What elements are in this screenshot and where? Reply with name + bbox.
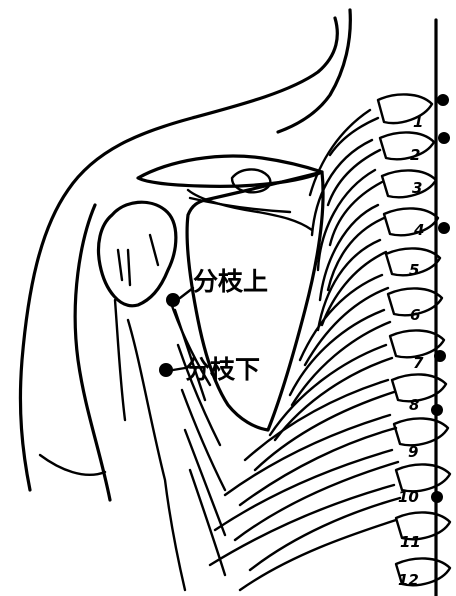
acupoint-upper-branch-dot [166, 293, 180, 307]
neck-contour [20, 18, 337, 490]
arm-line-outer [40, 455, 105, 475]
upper-branch-leader [180, 288, 193, 298]
acupoint-dot [431, 404, 443, 416]
deltoid-outline [75, 205, 110, 500]
spinous-processes [378, 94, 450, 585]
rib [210, 485, 394, 565]
vertebra-number-labels: 1 2 3 4 5 6 7 8 9 10 11 12 [398, 113, 424, 589]
vertebra-number: 2 [410, 146, 420, 164]
clavicle [138, 156, 322, 186]
vertebra-number: 5 [409, 261, 419, 279]
rib-lower [240, 428, 396, 505]
acupoint-dot [438, 222, 450, 234]
arm-line-inner [128, 320, 185, 590]
vertebra [380, 132, 434, 159]
vertebra-number: 1 [413, 113, 423, 131]
arm-hatch-1 [118, 250, 122, 280]
vertebra-number: 3 [412, 179, 422, 197]
acupoint-dot [434, 350, 446, 362]
vertebra-number: 4 [413, 221, 424, 239]
arm-hatch-2 [128, 250, 130, 285]
rib-lower [255, 392, 394, 470]
upper-branch-label: 分枝上 [193, 267, 268, 296]
vertebra-number: 6 [410, 306, 420, 324]
vertebra [378, 94, 432, 123]
rib-lower [328, 150, 380, 205]
rib [240, 520, 396, 590]
lower-branch-label: 分枝下 [185, 355, 260, 384]
vertebra-number: 8 [409, 396, 419, 414]
acupoint-dot [431, 491, 443, 503]
coracoid [188, 190, 312, 230]
vertebra-number: 7 [413, 354, 424, 372]
lower-branch-leader [173, 368, 185, 370]
vertebra [382, 170, 436, 197]
acupoint-dot [438, 132, 450, 144]
vertebra-number: 11 [400, 533, 421, 551]
humerus-head [99, 202, 176, 306]
vertebra-number: 10 [398, 488, 419, 506]
rib [215, 450, 392, 530]
vertebra [384, 208, 438, 235]
vertebra-number: 9 [408, 443, 418, 461]
vertebra-number: 12 [398, 571, 419, 589]
humerus-shaft [115, 300, 125, 420]
acupoint-lower-branch-dot [159, 363, 173, 377]
neck-line-right [278, 10, 350, 132]
rib [245, 380, 388, 460]
arm-hatch-3 [150, 235, 158, 265]
vertebra [394, 418, 448, 445]
acupoint-dot [437, 94, 449, 106]
